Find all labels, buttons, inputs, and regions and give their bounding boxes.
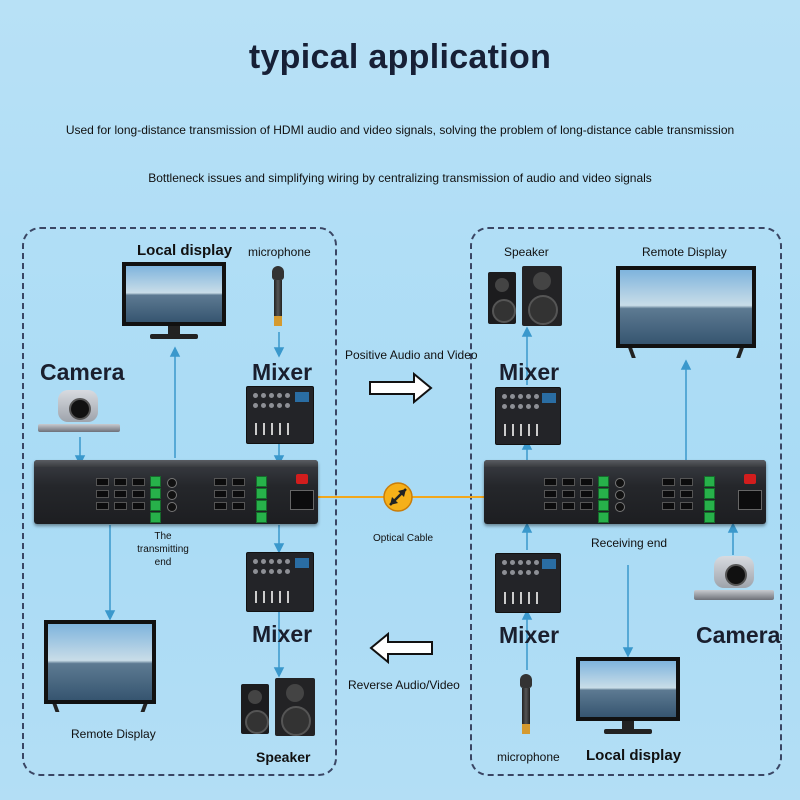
transmitter-rack-device xyxy=(34,460,318,524)
arrow-left-icon xyxy=(369,632,433,664)
monitor-icon xyxy=(44,620,156,704)
right-mixer-top-label: Mixer xyxy=(499,359,560,385)
microphone-icon xyxy=(520,674,532,738)
left-remote-display-label: Remote Display xyxy=(71,727,156,741)
camera-icon xyxy=(694,556,774,606)
subtitle-line-2: Bottleneck issues and simplifying wiring… xyxy=(148,171,652,185)
microphone-icon xyxy=(272,266,284,330)
reverse-audio-video-label: Reverse Audio/Video xyxy=(348,678,460,692)
monitor-icon xyxy=(576,657,680,721)
monitor-icon xyxy=(122,262,226,326)
speaker-icon xyxy=(488,266,564,326)
remote-display-monitor xyxy=(616,266,756,358)
mixer-icon xyxy=(495,553,561,613)
positive-audio-video-label: Positive Audio and Video xyxy=(345,348,478,362)
left-mixer-bottom-label: Mixer xyxy=(252,621,313,647)
receiver-rack-device xyxy=(484,460,766,524)
local-display-monitor xyxy=(122,262,226,342)
left-speaker-label: Speaker xyxy=(256,749,311,765)
right-microphone-label: microphone xyxy=(497,750,560,764)
mixer-icon xyxy=(495,387,561,445)
left-microphone-label: microphone xyxy=(248,245,311,259)
receiving-panel xyxy=(470,227,782,776)
mixer-icon xyxy=(246,552,314,612)
optical-connector-icon xyxy=(383,482,413,512)
camera-icon xyxy=(38,390,120,438)
right-mixer-bottom-label: Mixer xyxy=(499,622,560,648)
mixer-icon xyxy=(246,386,314,444)
left-camera-label: Camera xyxy=(40,359,125,385)
remote-display-monitor xyxy=(44,620,156,712)
page-title: typical application xyxy=(248,38,552,76)
right-speaker-label: Speaker xyxy=(504,245,549,259)
subtitle-line-1: Used for long-distance transmission of H… xyxy=(65,123,735,137)
left-mixer-top-label: Mixer xyxy=(252,359,313,385)
local-display-monitor xyxy=(576,657,680,739)
optical-cable-label: Optical Cable xyxy=(373,533,434,544)
right-camera-label: Camera xyxy=(696,622,781,648)
arrow-right-icon xyxy=(369,372,433,404)
left-local-display-label: Local display xyxy=(137,242,233,259)
transmitting-panel xyxy=(22,227,337,776)
right-local-display-label: Local display xyxy=(586,747,682,764)
monitor-icon xyxy=(616,266,756,348)
transmitting-end-label: The transmitting end xyxy=(137,531,189,568)
right-remote-display-label: Remote Display xyxy=(642,245,727,259)
speaker-icon xyxy=(241,678,317,736)
receiving-end-label: Receiving end xyxy=(591,536,668,550)
